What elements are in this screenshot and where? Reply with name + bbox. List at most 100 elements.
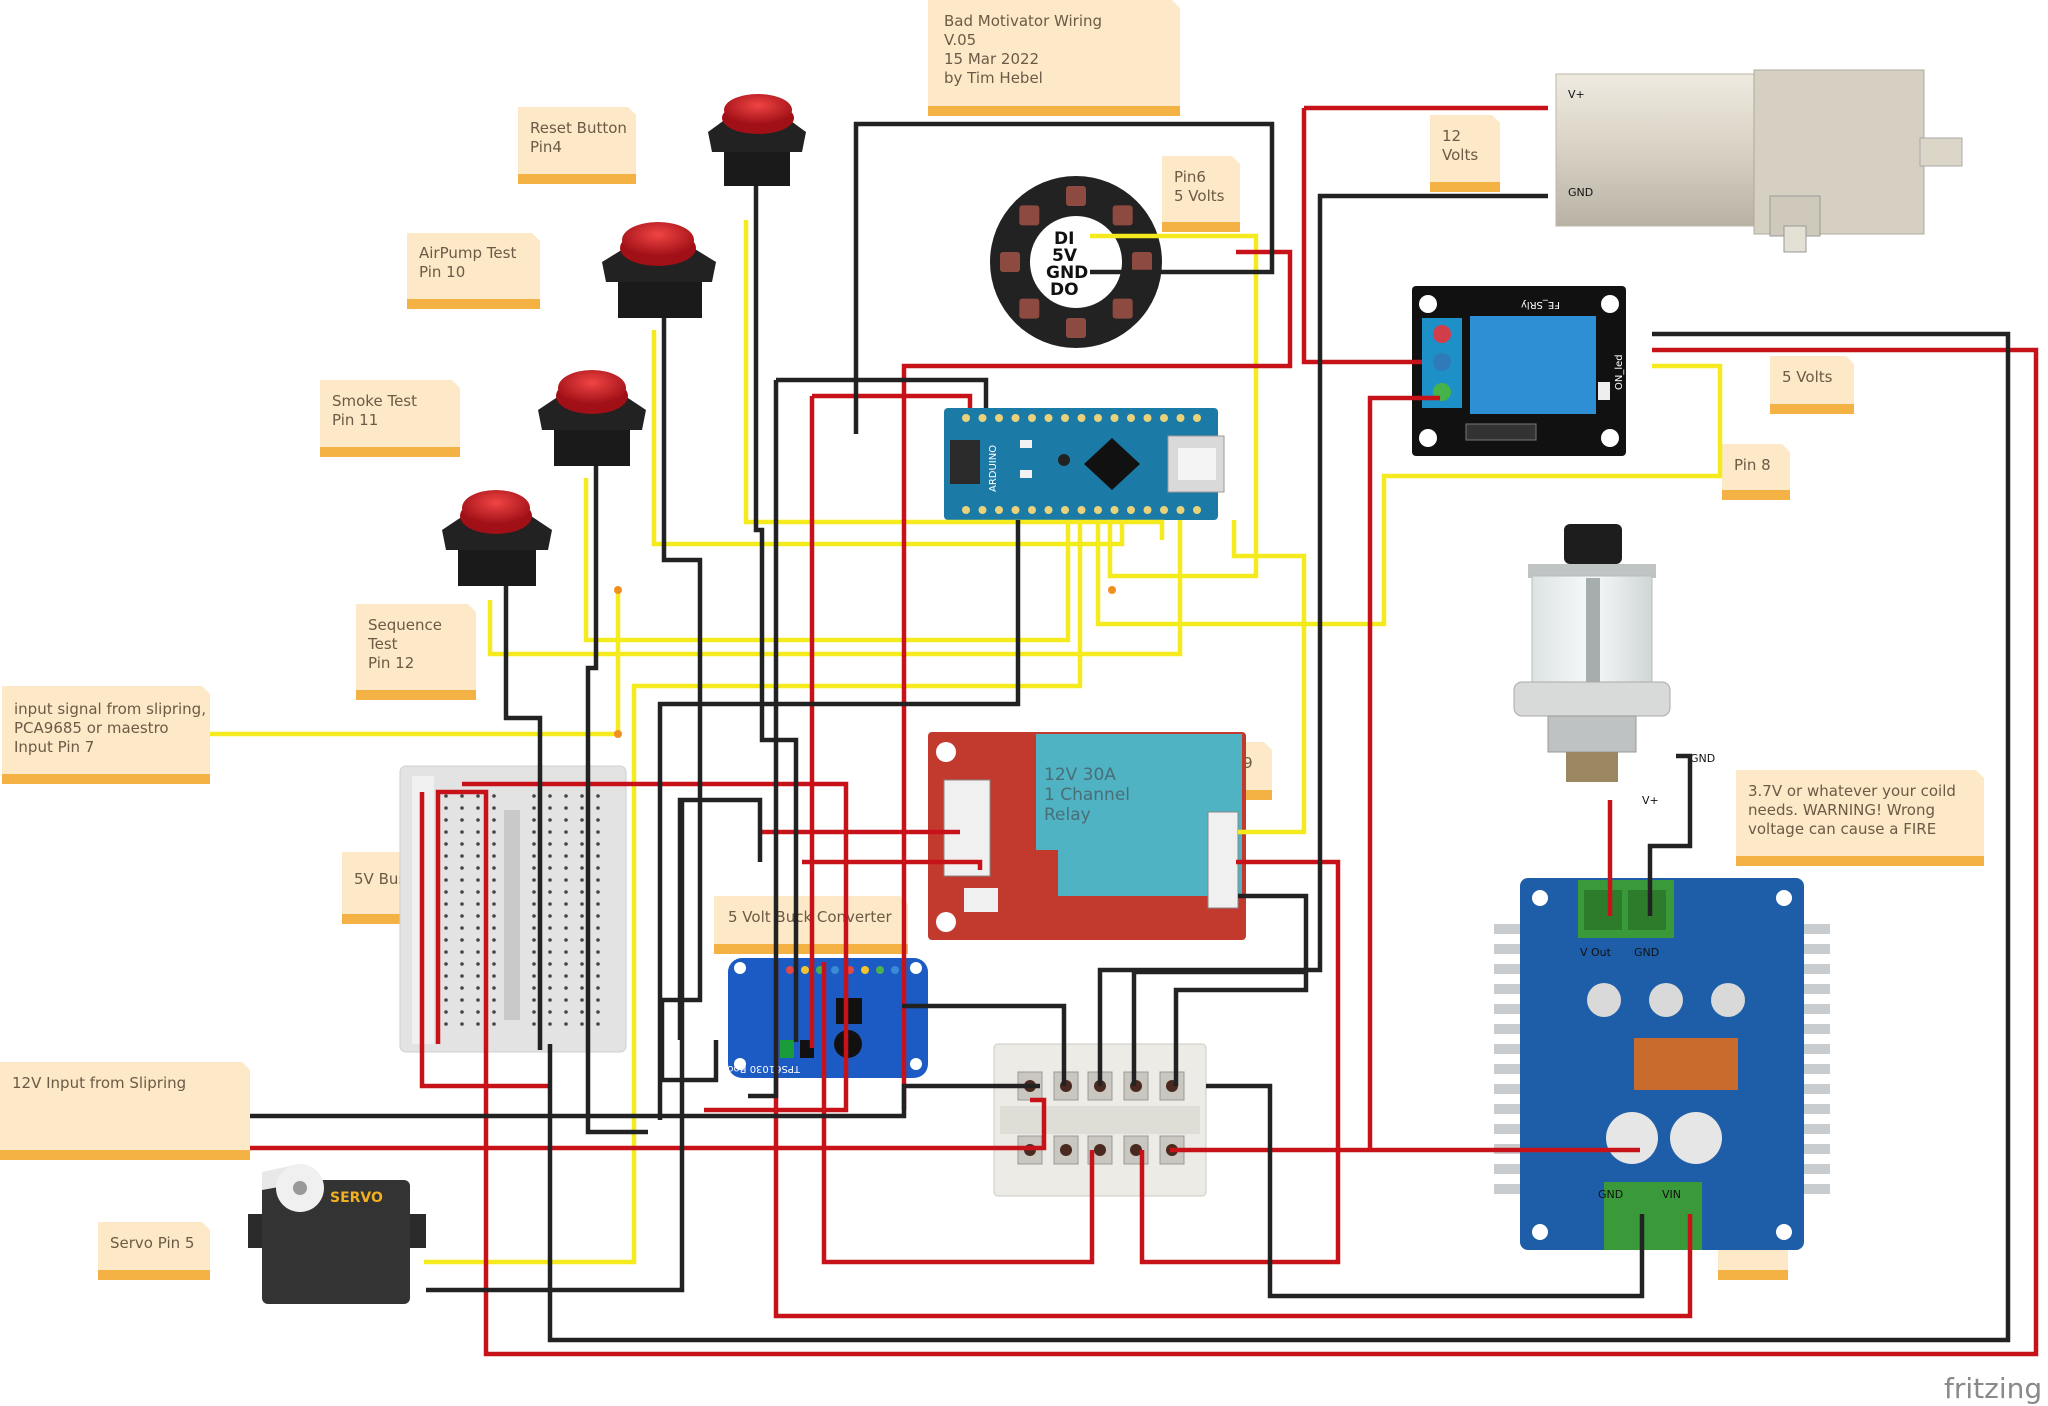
buck-header-pin xyxy=(861,966,869,974)
breadboard-hole xyxy=(596,1010,600,1014)
breadboard-hole xyxy=(444,962,448,966)
breadboard-hole xyxy=(444,866,448,870)
breadboard-hole xyxy=(476,914,480,918)
heatsink-fin-left xyxy=(1494,1124,1524,1134)
heatsink-fin-right xyxy=(1800,1044,1830,1054)
breadboard-hole xyxy=(444,830,448,834)
breadboard-hole xyxy=(476,890,480,894)
reset-note-line-1: Reset Button xyxy=(530,119,627,137)
neopixel-pin-do: DO xyxy=(1050,280,1079,300)
arduino-bottom-pin xyxy=(1077,506,1086,514)
arduino-top-pin xyxy=(1127,414,1135,422)
breadboard-hole xyxy=(460,818,464,822)
breadboard-hole xyxy=(564,830,568,834)
smoke-button[interactable] xyxy=(538,370,646,466)
breadboard-hole xyxy=(548,866,552,870)
breadboard-hole xyxy=(444,950,448,954)
reset-button-note: Reset Button Pin4 xyxy=(518,107,636,184)
breadboard-hole xyxy=(548,842,552,846)
input-signal-note: input signal from slipring, PCA9685 or m… xyxy=(2,686,210,784)
breadboard-hole xyxy=(596,926,600,930)
reset-button[interactable] xyxy=(708,94,806,186)
breadboard-hole xyxy=(564,1022,568,1026)
neopixel-led xyxy=(1066,186,1086,206)
breadboard-hole xyxy=(492,890,496,894)
breadboard-hole xyxy=(532,986,536,990)
airpump-button[interactable] xyxy=(602,222,716,318)
neopixel-pin-5v: 5V xyxy=(1052,246,1078,266)
breadboard-hole xyxy=(492,986,496,990)
breadboard-hole xyxy=(580,794,584,798)
breadboard-hole xyxy=(532,806,536,810)
breadboard-hole xyxy=(564,854,568,858)
breadboard-hole xyxy=(460,866,464,870)
motor12v-note-line-2: Volts xyxy=(1442,146,1478,164)
breadboard-hole xyxy=(476,950,480,954)
input12v-note-line-1: 12V Input from Slipring xyxy=(12,1074,186,1092)
sequence-button[interactable] xyxy=(442,490,552,586)
boost-gnd-top-label: GND xyxy=(1634,946,1659,959)
breadboard-hole xyxy=(532,902,536,906)
arduino-bottom-pin xyxy=(1011,506,1020,514)
airpump-test-note: AirPump Test Pin 10 xyxy=(407,233,540,309)
arduino-top-pin xyxy=(1044,414,1053,422)
arduino-label: ARDUINO xyxy=(988,445,999,492)
arduino-bottom-pin xyxy=(995,506,1003,514)
breadboard-hole xyxy=(460,1010,464,1014)
breadboard-hole xyxy=(596,1022,600,1026)
heatsink-fin-left xyxy=(1494,1004,1524,1014)
breadboard-hole xyxy=(564,1010,568,1014)
neopixel-led xyxy=(1132,252,1152,272)
arduino-bottom-pin xyxy=(1110,506,1119,514)
breadboard-hole xyxy=(564,878,568,882)
breadboard-hole xyxy=(548,902,552,906)
breadboard-hole xyxy=(460,986,464,990)
heatsink-fin-right xyxy=(1800,1164,1830,1174)
heatsink-fin-left xyxy=(1494,1064,1524,1074)
breadboard-hole xyxy=(492,1010,496,1014)
heatsink-fin-left xyxy=(1494,1104,1524,1114)
arduino-bottom-pin xyxy=(1176,506,1185,514)
breadboard-hole xyxy=(492,926,496,930)
breadboard-hole xyxy=(580,938,584,942)
heatsink-fin-left xyxy=(1494,1024,1524,1034)
breadboard-hole xyxy=(476,1010,480,1014)
breadboard-hole xyxy=(532,998,536,1002)
breadboard-hole xyxy=(532,938,536,942)
breadboard-hole xyxy=(580,902,584,906)
relay-module-side-label: ON_led xyxy=(1614,354,1625,390)
breadboard-hole xyxy=(596,938,600,942)
breadboard-hole xyxy=(580,890,584,894)
breadboard-hole xyxy=(548,854,552,858)
breadboard-hole xyxy=(460,950,464,954)
title-line-4: by Tim Hebel xyxy=(944,69,1043,87)
breadboard-hole xyxy=(492,794,496,798)
heatsink-fin-left xyxy=(1494,1184,1524,1194)
breadboard-hole xyxy=(564,914,568,918)
arduino-top-pin xyxy=(1011,414,1020,422)
breadboard-hole xyxy=(492,1022,496,1026)
coil-note-line-2: needs. WARNING! Wrong xyxy=(1748,801,1935,819)
heatsink-fin-right xyxy=(1800,964,1830,974)
breadboard-hole xyxy=(444,878,448,882)
arduino-top-pin xyxy=(1143,414,1152,422)
neopixel-led xyxy=(1000,252,1020,272)
heatsink-fin-left xyxy=(1494,984,1524,994)
title-line-1: Bad Motivator Wiring xyxy=(944,12,1102,30)
breadboard-hole xyxy=(460,926,464,930)
breadboard-hole xyxy=(492,830,496,834)
input-note-line-2: PCA9685 or maestro xyxy=(14,719,169,737)
breadboard-hole xyxy=(444,974,448,978)
breadboard-hole xyxy=(532,818,536,822)
breadboard-hole xyxy=(580,830,584,834)
breadboard-hole xyxy=(444,794,448,798)
arduino-top-pin xyxy=(1094,414,1102,422)
title-line-3: 15 Mar 2022 xyxy=(944,50,1039,68)
breadboard-hole xyxy=(460,854,464,858)
input-note-line-1: input signal from slipring, xyxy=(14,700,206,718)
breadboard-hole xyxy=(564,962,568,966)
heatsink-fin-right xyxy=(1800,1004,1830,1014)
heatsink-fin-right xyxy=(1800,1124,1830,1134)
breadboard-hole xyxy=(460,1022,464,1026)
breadboard-hole xyxy=(532,914,536,918)
